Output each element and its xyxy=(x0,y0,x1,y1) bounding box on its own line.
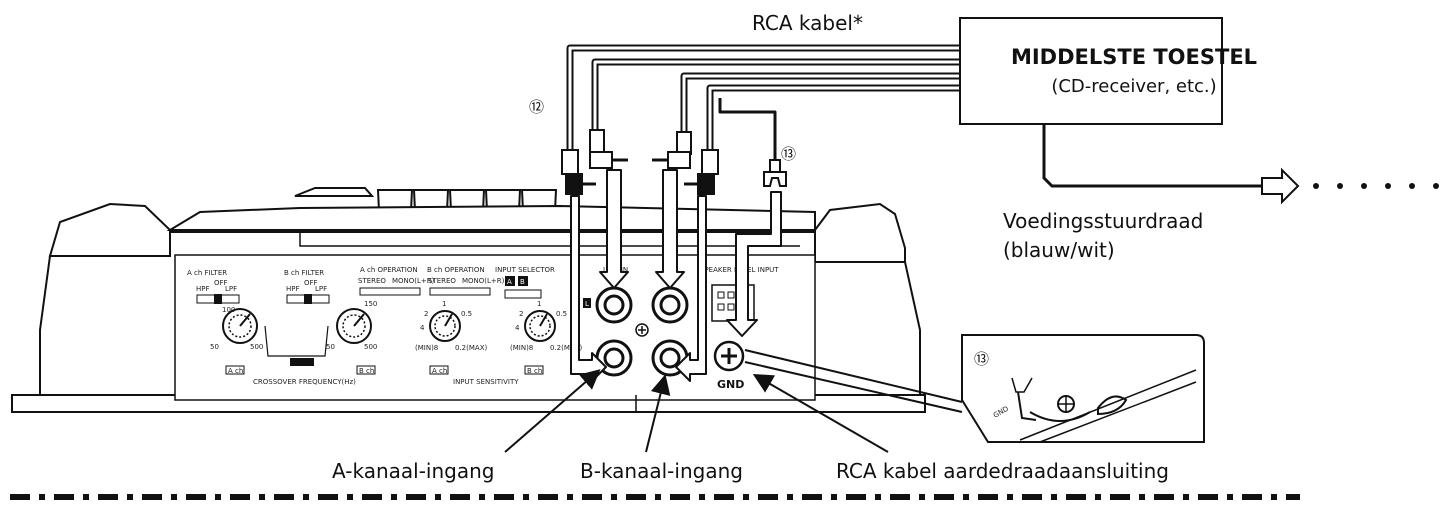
b-sensitivity-knob[interactable] xyxy=(524,310,556,342)
svg-text:500: 500 xyxy=(364,343,377,351)
rca-plug-3 xyxy=(652,131,692,169)
input-sensitivity-label: INPUT SENSITIVITY xyxy=(453,378,519,386)
selector-a-box xyxy=(505,276,515,286)
device-title: MIDDELSTE TOESTEL xyxy=(1011,45,1257,69)
a-hpf-label: HPF xyxy=(196,285,210,293)
svg-text:A: A xyxy=(507,278,512,286)
spade-terminal xyxy=(763,159,787,187)
svg-text:L: L xyxy=(585,300,589,308)
callout-13-inset: ⑬ xyxy=(974,350,989,368)
svg-text:50: 50 xyxy=(210,343,219,351)
a-crossover-knob[interactable] xyxy=(222,308,258,344)
b-filter-label: B ch FILTER xyxy=(284,269,324,277)
b-crossover-knob[interactable] xyxy=(336,308,372,344)
rca-cables xyxy=(566,44,960,160)
svg-text:500: 500 xyxy=(250,343,263,351)
gnd-label: GND xyxy=(717,378,744,391)
svg-text:A ch: A ch xyxy=(228,367,243,375)
gnd-to-inset-line-1 xyxy=(744,349,963,403)
power-wire-label: Voedingsstuurdraad xyxy=(1003,209,1203,233)
svg-text:1: 1 xyxy=(442,300,446,308)
crossover-frequency-label: CROSSOVER FREQUENCY(Hz) xyxy=(253,378,356,386)
svg-text:(MIN)8: (MIN)8 xyxy=(510,344,533,352)
b-stereo-label: STEREO xyxy=(428,277,456,285)
svg-text:0.5: 0.5 xyxy=(461,310,472,318)
svg-text:(MIN)8: (MIN)8 xyxy=(415,344,438,352)
b-operation-switch[interactable] xyxy=(429,287,491,296)
svg-text:4: 4 xyxy=(515,324,520,332)
small-center-screw xyxy=(635,323,649,337)
svg-text:A ch: A ch xyxy=(432,367,447,375)
svg-text:2: 2 xyxy=(519,310,523,318)
gnd-to-inset-line-2 xyxy=(744,361,963,413)
selector-b-box xyxy=(518,276,528,286)
callout-12: ⑫ xyxy=(529,98,544,116)
rca-plug-1 xyxy=(561,149,596,195)
ch-a-input-label: A-kanaal-ingang xyxy=(332,459,494,483)
svg-text:150: 150 xyxy=(364,300,377,308)
input-selector-label: INPUT SELECTOR xyxy=(495,266,555,274)
input-selector-switch[interactable] xyxy=(504,289,542,299)
svg-text:B ch: B ch xyxy=(359,367,374,375)
rca-cable-label: RCA kabel* xyxy=(752,11,863,35)
ch-b-input-label: B-kanaal-ingang xyxy=(580,459,743,483)
svg-text:0.2(MAX): 0.2(MAX) xyxy=(550,344,582,352)
rca-plug-2 xyxy=(589,129,628,169)
a-operation-label: A ch OPERATION xyxy=(360,266,418,274)
b-operation-label: B ch OPERATION xyxy=(427,266,485,274)
b-lpf-label: LPF xyxy=(315,285,327,293)
svg-text:100: 100 xyxy=(222,306,235,314)
svg-text:B: B xyxy=(520,278,525,286)
a-off-label: OFF xyxy=(214,279,228,287)
power-control-wire xyxy=(1042,124,1439,205)
a-sensitivity-knob[interactable] xyxy=(429,310,461,342)
b-off-label: OFF xyxy=(304,279,318,287)
b-mono-label: MONO(L+R) xyxy=(462,277,505,285)
svg-text:0.5: 0.5 xyxy=(556,310,567,318)
rca-jack-a-top[interactable] xyxy=(595,286,633,324)
a-stereo-label: STEREO xyxy=(358,277,386,285)
svg-text:4: 4 xyxy=(420,324,425,332)
svg-text:2: 2 xyxy=(424,310,428,318)
svg-text:50: 50 xyxy=(326,343,335,351)
svg-text:1: 1 xyxy=(537,300,541,308)
a-filter-label: A ch FILTER xyxy=(187,269,227,277)
a-operation-switch[interactable] xyxy=(359,287,421,296)
head-unit-box xyxy=(959,17,1223,125)
svg-text:B ch: B ch xyxy=(527,367,542,375)
power-wire-color-label: (blauw/wit) xyxy=(1003,238,1115,262)
b-hpf-label: HPF xyxy=(286,285,300,293)
svg-text:0.2(MAX): 0.2(MAX) xyxy=(455,344,487,352)
continuation-arrow-icon xyxy=(1261,167,1300,205)
rca-jack-b-top[interactable] xyxy=(651,286,689,324)
rca-ground-label: RCA kabel aardedraadaansluiting xyxy=(836,459,1169,483)
label-pointers xyxy=(504,369,889,453)
a-mono-label: MONO(L+R) xyxy=(392,277,435,285)
rca-plug-4 xyxy=(684,149,719,195)
device-subtitle: (CD-receiver, etc.) xyxy=(1051,76,1216,97)
control-panel: A ch FILTER B ch FILTER A ch OPERATION B… xyxy=(187,266,779,386)
ground-detail-inset: ⑬ GND xyxy=(961,334,1205,443)
gnd-terminal[interactable] xyxy=(713,340,745,372)
callout-13: ⑬ xyxy=(781,145,796,163)
a-lpf-label: LPF xyxy=(225,285,237,293)
